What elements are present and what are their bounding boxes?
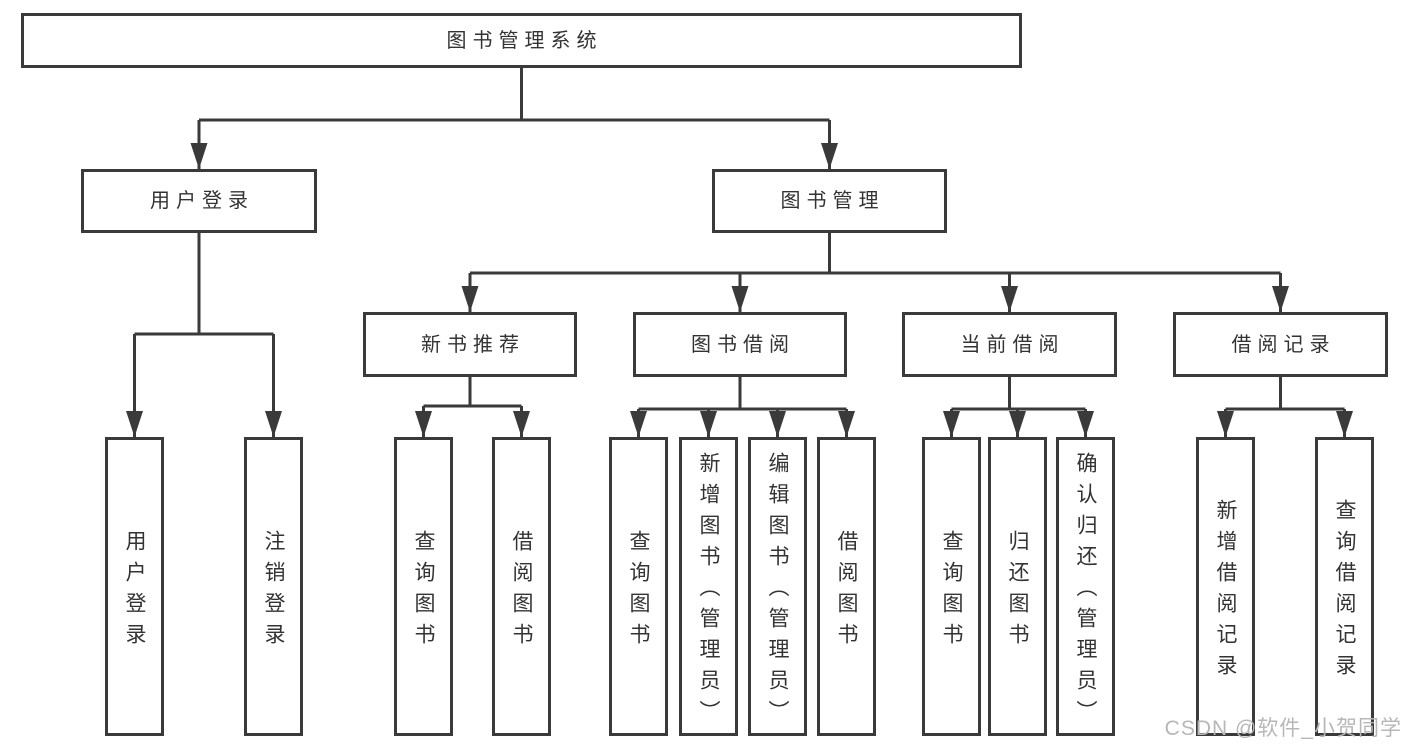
leaf-current-query-books: 查询图书 — [922, 437, 981, 736]
leaf-user-login: 用户登录 — [105, 437, 164, 736]
leaf-logout: 注销登录 — [244, 437, 303, 736]
node-book-management: 图书管理 — [712, 169, 947, 233]
connector-borrow-to-leaves — [637, 377, 848, 437]
leaf-borrow-add-books-admin-label: 新增图书（管理员） — [697, 452, 720, 731]
arrowhead-recommend-borrow — [513, 411, 530, 437]
node-book-borrow: 图书借阅 — [633, 312, 847, 377]
arrowhead-recommend-query — [415, 411, 432, 437]
arrowhead-borrow-records — [1272, 286, 1289, 312]
leaf-records-query-record: 查询借阅记录 — [1315, 437, 1374, 736]
node-new-book-recommend: 新书推荐 — [363, 312, 577, 377]
arrowhead-book-management — [821, 143, 838, 169]
leaf-logout-label: 注销登录 — [262, 529, 285, 654]
leaf-borrow-add-books-admin: 新增图书（管理员） — [679, 437, 738, 736]
arrowhead-current-return — [1009, 411, 1026, 437]
connector-bookmgmt-to-level3 — [468, 233, 1282, 312]
leaf-current-return-books: 归还图书 — [988, 437, 1047, 736]
arrowhead-current-query — [943, 411, 960, 437]
connector-userlogin-to-leaves — [133, 233, 275, 437]
node-new-book-recommend-label: 新书推荐 — [421, 333, 525, 356]
arrowhead-current-borrow — [1001, 286, 1018, 312]
node-user-login-label: 用户登录 — [150, 190, 254, 212]
arrowhead-logout-leaf — [265, 411, 282, 437]
node-user-login: 用户登录 — [81, 169, 317, 233]
arrowhead-borrow-edit — [769, 411, 786, 437]
leaf-borrow-borrow-books-label: 借阅图书 — [835, 529, 858, 654]
leaf-records-query-record-label: 查询借阅记录 — [1333, 498, 1356, 685]
watermark: CSDN @软件_小贺同学 — [1164, 717, 1402, 740]
node-book-borrow-label: 图书借阅 — [691, 333, 795, 356]
node-borrow-records: 借阅记录 — [1173, 312, 1388, 377]
arrowhead-records-add — [1217, 411, 1234, 437]
arrowhead-new-book-recommend — [461, 286, 479, 312]
leaf-current-return-books-label: 归还图书 — [1006, 529, 1029, 654]
leaf-recommend-query-books-label: 查询图书 — [412, 529, 435, 654]
arrowhead-user-login-leaf — [126, 411, 143, 437]
connector-root-to-level2 — [197, 68, 831, 169]
connector-recommend-to-leaves — [422, 377, 523, 437]
leaf-borrow-query-books: 查询图书 — [609, 437, 668, 736]
arrowhead-book-borrow — [731, 286, 749, 312]
leaf-current-query-books-label: 查询图书 — [940, 529, 963, 654]
leaf-current-confirm-return-admin: 确认归还（管理员） — [1056, 437, 1115, 736]
leaf-records-add-record-label: 新增借阅记录 — [1214, 498, 1237, 685]
node-current-borrow-label: 当前借阅 — [960, 333, 1065, 356]
arrowhead-user-login — [190, 143, 208, 169]
arrowhead-records-query — [1336, 411, 1353, 437]
leaf-user-login-label: 用户登录 — [123, 529, 146, 654]
arrowhead-borrow-add — [700, 411, 717, 437]
leaf-recommend-borrow-books-label: 借阅图书 — [510, 529, 533, 654]
arrowhead-current-confirm — [1077, 411, 1094, 437]
leaf-current-confirm-return-admin-label: 确认归还（管理员） — [1074, 452, 1097, 731]
arrowhead-borrow-borrow — [838, 411, 855, 437]
arrowhead-borrow-query — [630, 411, 647, 437]
node-current-borrow: 当前借阅 — [902, 312, 1117, 377]
leaf-borrow-query-books-label: 查询图书 — [627, 529, 650, 654]
leaf-records-add-record: 新增借阅记录 — [1196, 437, 1255, 736]
node-root-label: 图书管理系统 — [446, 29, 603, 52]
node-borrow-records-label: 借阅记录 — [1231, 333, 1336, 356]
node-root: 图书管理系统 — [21, 13, 1022, 68]
leaf-recommend-query-books: 查询图书 — [394, 437, 453, 736]
leaf-recommend-borrow-books: 借阅图书 — [492, 437, 551, 736]
node-book-management-label: 图书管理 — [780, 190, 885, 212]
connector-records-to-leaves — [1224, 377, 1346, 437]
leaf-borrow-edit-books-admin-label: 编辑图书（管理员） — [766, 452, 789, 731]
leaf-borrow-borrow-books: 借阅图书 — [817, 437, 876, 736]
leaf-borrow-edit-books-admin: 编辑图书（管理员） — [748, 437, 807, 736]
